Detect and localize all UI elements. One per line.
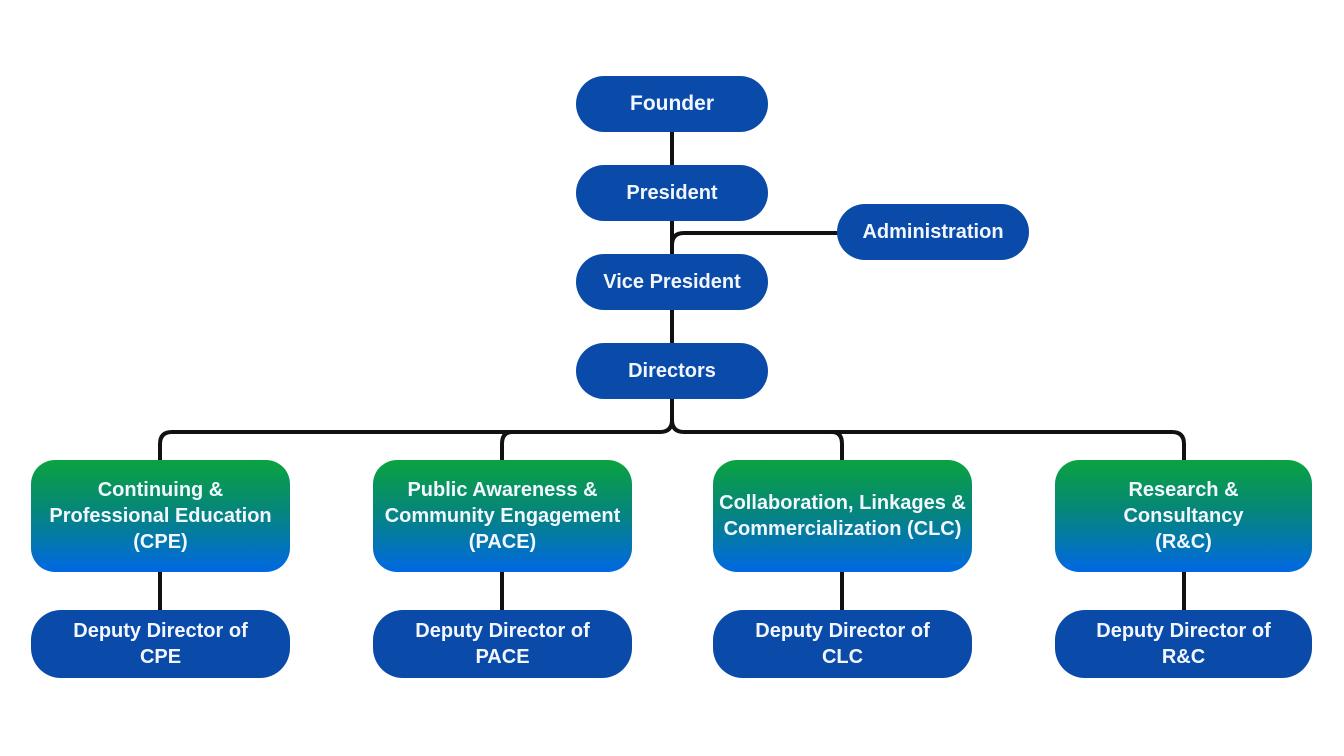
department-rc: Research & Consultancy (R&C) [1055,460,1312,572]
deputy-director-pace: Deputy Director of PACE [373,610,632,678]
connector-branch-pace [500,430,514,464]
deputy-director-clc: Deputy Director of CLC [713,610,972,678]
administration-node: Administration [837,204,1029,260]
connector-branch-clc [830,430,844,464]
department-cpe: Continuing & Professional Education (CPE… [31,460,290,572]
directors-node: Directors [576,343,768,399]
founder-node: Founder [576,76,768,132]
connector-branch-right [670,418,1186,464]
department-pace: Public Awareness & Community Engagement … [373,460,632,572]
deputy-director-cpe: Deputy Director of CPE [31,610,290,678]
connector-directors-down [658,396,674,434]
deputy-director-rc: Deputy Director of R&C [1055,610,1312,678]
department-clc: Collaboration, Linkages & Commercializat… [713,460,972,572]
vice-president-node: Vice President [576,254,768,310]
president-node: President [576,165,768,221]
connector-admin [670,231,840,247]
connector-branch-left [158,430,662,464]
